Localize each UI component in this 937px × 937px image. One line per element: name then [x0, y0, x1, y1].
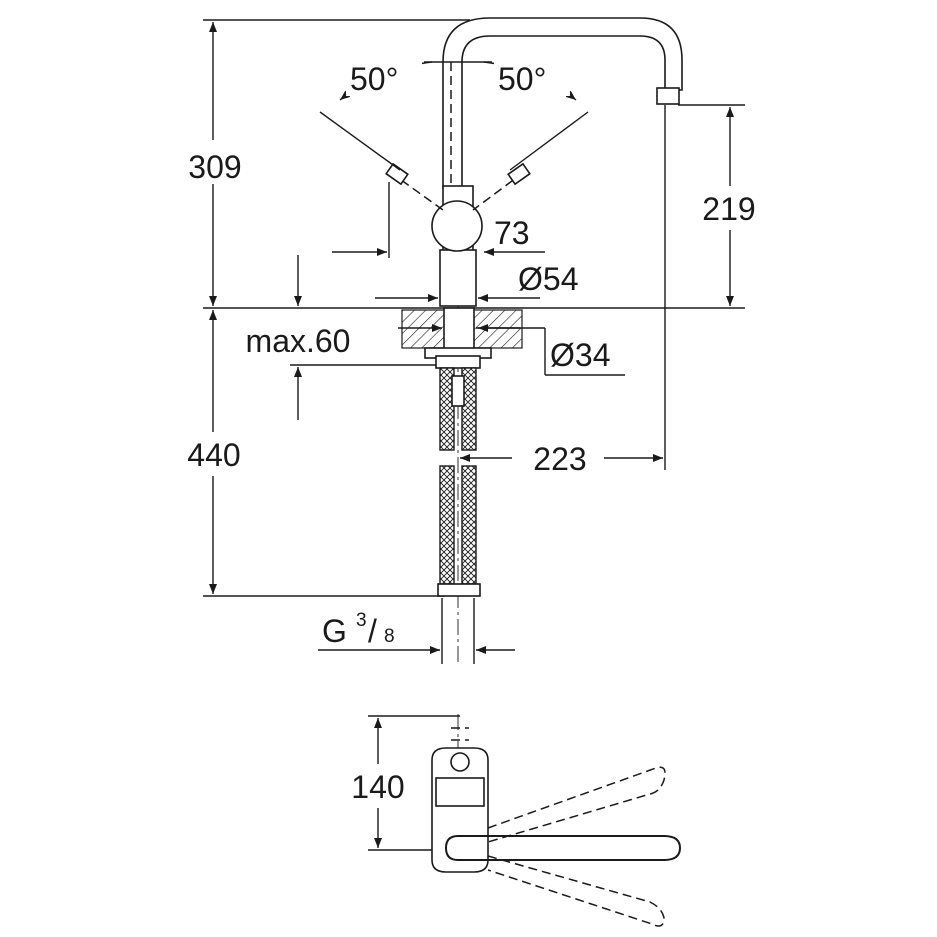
- threaded-rod: [451, 375, 465, 407]
- dim-max60-bg: [232, 322, 364, 362]
- lever-swing-left-dashed: [389, 171, 444, 211]
- hose-right-upper: [461, 367, 477, 451]
- plan-lever-handle: [444, 835, 682, 861]
- dim-309-label: 309: [188, 149, 241, 185]
- plan-view: 140: [342, 714, 682, 927]
- hose-fitting: [437, 583, 481, 597]
- dim-309-bg: [180, 140, 246, 184]
- angle-left-bg: [346, 54, 422, 96]
- dim-73-label: 73: [494, 215, 530, 251]
- angle-leg-left: [319, 111, 401, 171]
- plan-lever-lower-dashed: [487, 855, 665, 927]
- side-view: 309 219 73 Ø54 Ø34 max.60 440 223: [178, 17, 764, 665]
- angle-right-bg: [494, 54, 570, 96]
- plan-spout-outlet: [450, 752, 470, 772]
- dim-219-label: 219: [702, 191, 755, 227]
- dim-g-label: G: [322, 613, 347, 649]
- dim-140-label: 140: [351, 769, 404, 805]
- spout: [442, 17, 683, 189]
- lever-left-tip: [385, 162, 409, 186]
- dim-max60-label: max.60: [246, 323, 351, 359]
- dim-g-slash: /: [368, 613, 377, 649]
- dim-34-label: Ø34: [550, 337, 610, 373]
- plan-spout-base: [435, 777, 485, 807]
- faucet-body-lower: [439, 249, 477, 307]
- spout-aerator: [656, 87, 680, 105]
- hose-right-lower: [461, 465, 477, 585]
- angle-right-label: 50°: [498, 61, 546, 97]
- dim-g-denominator: 8: [384, 626, 395, 647]
- lever-swing-right-dashed: [472, 171, 525, 211]
- hose-left-lower: [439, 465, 455, 585]
- angle-left-label: 50°: [350, 61, 398, 97]
- mounting-nut: [435, 355, 481, 369]
- dim-440-bg: [178, 432, 248, 476]
- handle-knob: [431, 200, 483, 252]
- plan-lever-upper-dashed: [487, 766, 666, 843]
- mounting-stud: [443, 307, 475, 351]
- dim-140-bg: [342, 764, 414, 808]
- dim-g-numerator: 3: [356, 610, 367, 631]
- dim-54-label: Ø54: [518, 261, 578, 297]
- angle-leg-right: [509, 111, 589, 171]
- dim-223-label: 223: [533, 441, 586, 477]
- dim-219-bg: [694, 186, 764, 230]
- lever-right-tip: [507, 162, 531, 186]
- hose-left-upper: [439, 367, 455, 451]
- dim-440-label: 440: [187, 437, 240, 473]
- dim-223-bg: [512, 438, 604, 478]
- plan-outlet-hidden: [451, 727, 469, 741]
